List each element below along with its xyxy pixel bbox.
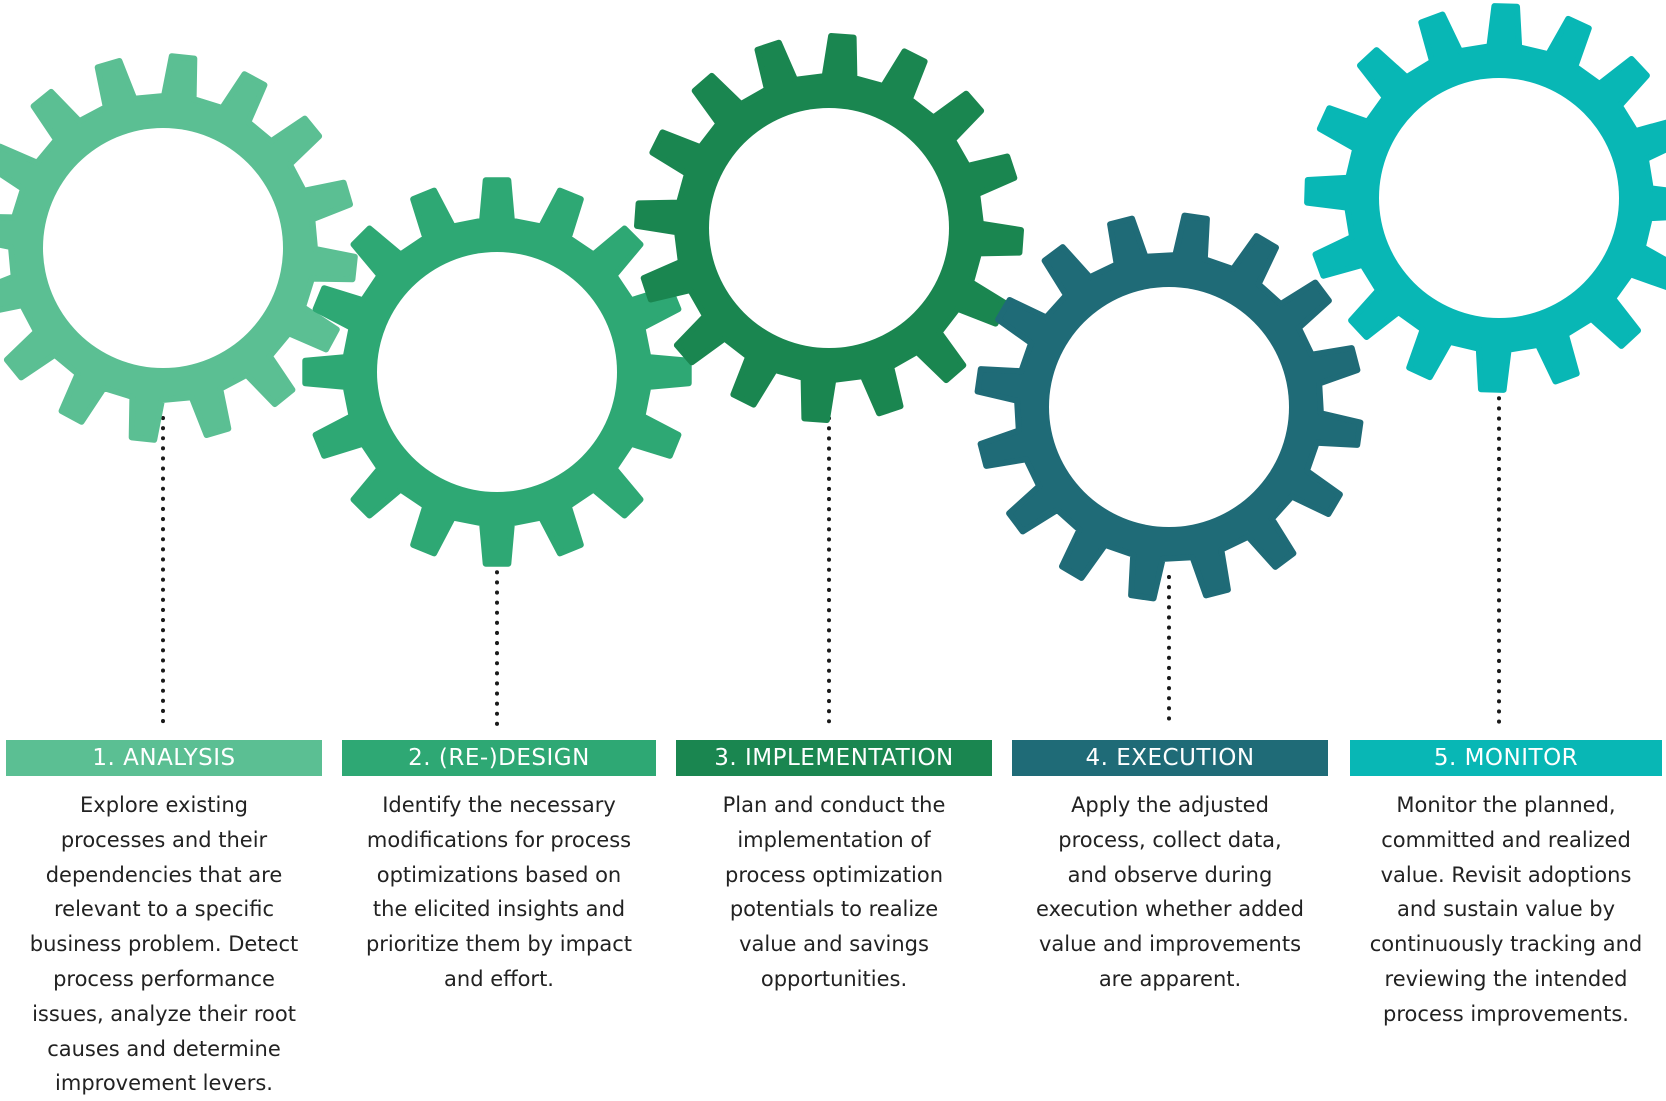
gear-hole <box>1049 287 1289 527</box>
gear-icon-analysis <box>0 53 358 443</box>
step-label-redesign: 2. (RE-)DESIGN <box>342 740 656 776</box>
gear-hole <box>377 252 617 492</box>
step-label-analysis: 1. ANALYSIS <box>6 740 322 776</box>
step-description-monitor: Monitor the planned, committed and reali… <box>1369 793 1643 1026</box>
gear-icon-implementation <box>634 33 1024 423</box>
step-description-implementation: Plan and conduct the implementation of p… <box>722 793 946 991</box>
gear-hole <box>43 128 283 368</box>
gear-icon-execution <box>974 212 1364 602</box>
step-label-monitor: 5. MONITOR <box>1350 740 1662 776</box>
step-label-implementation: 3. IMPLEMENTATION <box>676 740 992 776</box>
step-description-execution: Apply the adjusted process, collect data… <box>1036 793 1304 991</box>
gear-icon-monitor <box>1304 3 1666 393</box>
gear-hole <box>709 108 949 348</box>
step-description-analysis: Explore existing processes and their dep… <box>29 793 299 1096</box>
step-description-redesign: Identify the necessary modifications for… <box>365 793 633 991</box>
step-label-execution: 4. EXECUTION <box>1012 740 1328 776</box>
gear-icon-redesign <box>302 177 692 567</box>
gear-hole <box>1379 78 1619 318</box>
